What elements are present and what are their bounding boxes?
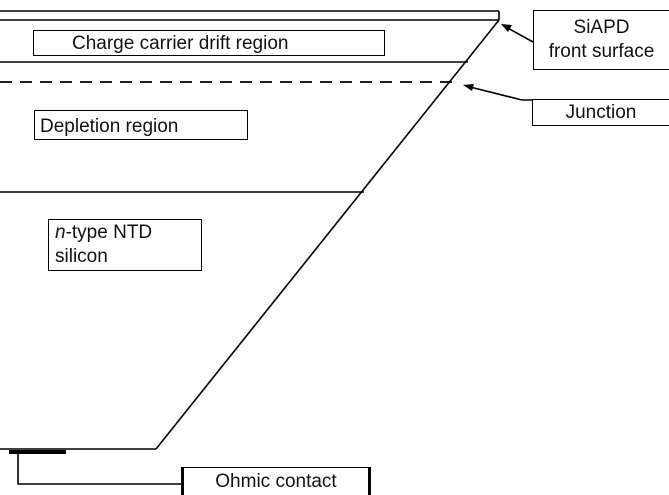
- siapd-front-surface-label: SiAPD front surface: [533, 10, 669, 70]
- ohmic-contact-label: Ohmic contact: [181, 467, 371, 495]
- ohmic-contact-leader: [17, 452, 181, 485]
- front-surface-arrow-line: [505, 26, 534, 43]
- front-surface-text: front surface: [548, 41, 655, 62]
- siapd-text: SiAPD: [573, 17, 630, 38]
- silicon-text: silicon: [55, 246, 108, 267]
- ntype-rest-text: -type NTD: [65, 222, 153, 243]
- junction-text: Junction: [565, 102, 637, 123]
- ntype-italic-text: n: [55, 222, 66, 243]
- charge-carrier-drift-region-label: Charge carrier drift region: [33, 30, 385, 56]
- depletion-text: Depletion region: [40, 116, 179, 137]
- junction-label: Junction: [532, 99, 669, 126]
- front-surface-arrowhead: [501, 24, 512, 32]
- ohmic-contact-text: Ohmic contact: [215, 471, 337, 492]
- junction-arrowhead: [463, 84, 474, 91]
- bevel-edge-line: [155, 19, 500, 450]
- ntype-line: n-type NTD: [55, 221, 201, 245]
- ntype-silicon-label: n-type NTD silicon: [48, 219, 202, 271]
- charge-carrier-text: Charge carrier drift region: [72, 33, 289, 54]
- depletion-region-label: Depletion region: [34, 110, 248, 140]
- junction-arrow-line: [469, 86, 532, 101]
